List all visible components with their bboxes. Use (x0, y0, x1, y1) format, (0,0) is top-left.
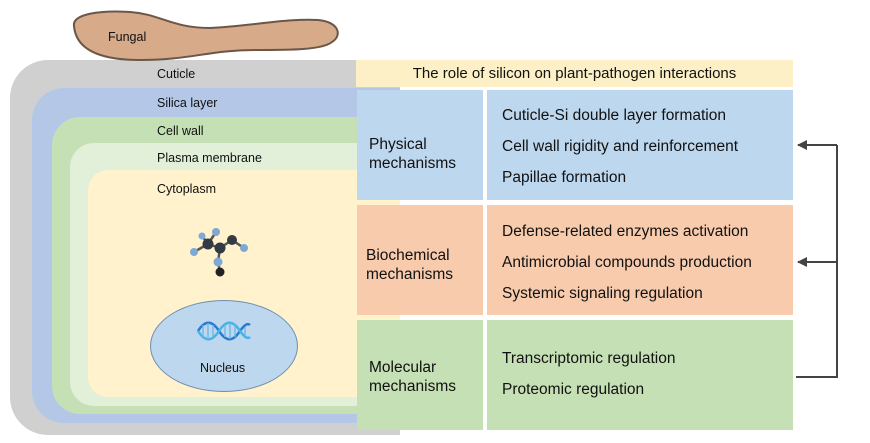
plasma-membrane-label: Plasma membrane (157, 151, 262, 165)
physical-mechanism-cell (357, 90, 483, 200)
silica-layer-label: Silica layer (157, 96, 218, 110)
biochemical-items-list: Defense-related enzymes activation Antim… (502, 216, 752, 309)
nucleus-label: Nucleus (200, 361, 246, 375)
feedback-arrows (796, 140, 838, 378)
molecular-items-list: Transcriptomic regulation Proteomic regu… (502, 343, 675, 405)
list-item: Defense-related enzymes activation (502, 223, 749, 240)
list-item: Cuticle-Si double layer formation (502, 107, 726, 124)
physical-items-cell (487, 90, 793, 200)
list-item: Proteomic regulation (502, 381, 645, 398)
arrow-connector (796, 145, 838, 378)
list-item: Papillae formation (502, 169, 627, 186)
physical-items-list: Cuticle-Si double layer formation Cell w… (502, 100, 738, 193)
diagram-title: The role of silicon on plant-pathogen in… (356, 60, 793, 87)
molecular-mechanism-cell (357, 320, 483, 430)
molecule-icon (190, 228, 248, 277)
cytoplasm-label: Cytoplasm (157, 182, 217, 196)
molecular-items-cell (487, 320, 793, 430)
biochemical-mechanism-label: Biochemical mechanisms (366, 247, 453, 283)
cell-wall-label: Cell wall (157, 124, 204, 138)
molecular-mechanism-label: Molecular mechanisms (369, 359, 456, 395)
fungal-label: Fungal (108, 30, 147, 44)
list-item: Transcriptomic regulation (502, 350, 676, 367)
cuticle-label: Cuticle (157, 67, 196, 81)
physical-mechanism-label: Physical mechanisms (369, 136, 456, 172)
dna-icon (196, 321, 251, 341)
nucleus (150, 300, 298, 392)
biochemical-mechanism-cell (357, 205, 483, 315)
list-item: Antimicrobial compounds production (502, 254, 752, 271)
list-item: Systemic signaling regulation (502, 285, 703, 302)
list-item: Cell wall rigidity and reinforcement (502, 138, 739, 155)
fungal-hypha (73, 10, 339, 62)
biochemical-items-cell (487, 205, 793, 315)
